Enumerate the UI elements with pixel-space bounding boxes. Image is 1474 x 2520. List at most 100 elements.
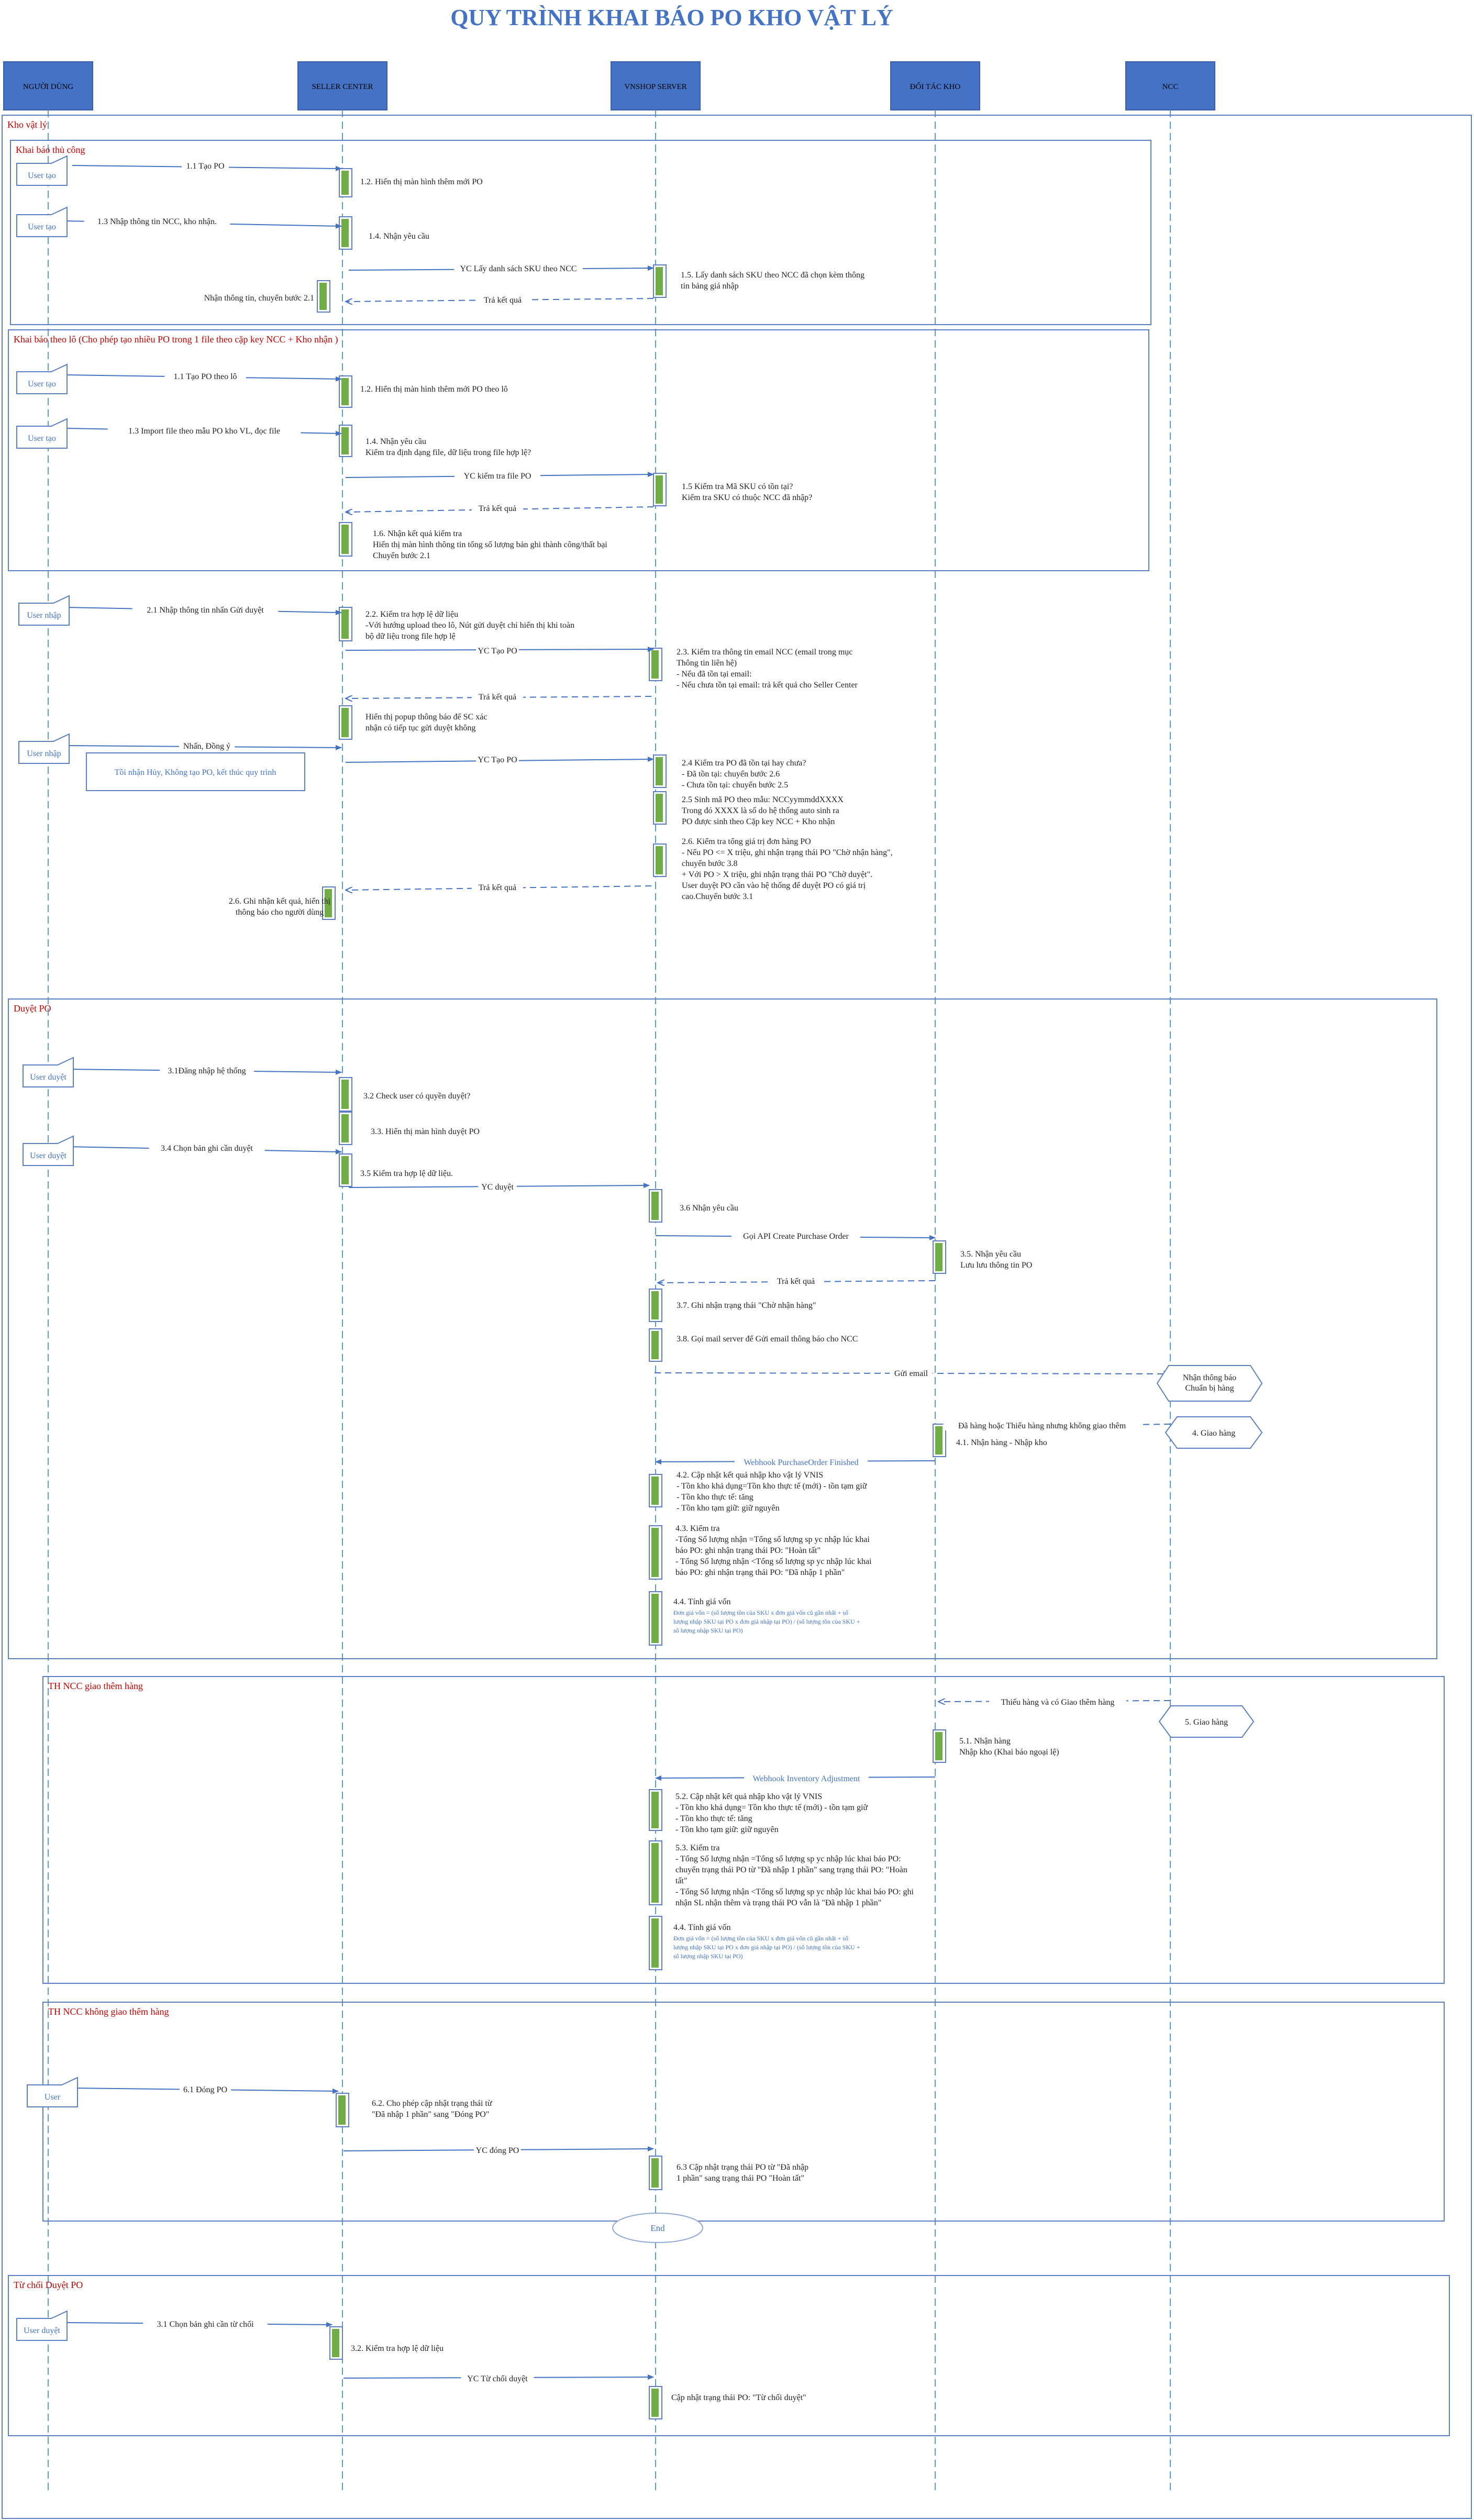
lane-label-1: SELLER CENTER: [312, 83, 373, 91]
note-30: 3.2. Kiểm tra hợp lệ dữ liệu: [351, 2344, 444, 2353]
note-line: cao.Chuyển bước 3.1: [682, 892, 753, 901]
message-label-9: YC Tạo PO: [478, 647, 517, 656]
actor-label-2: User tạo: [28, 380, 56, 388]
activation-fill-20: [651, 1291, 659, 1319]
activation-fill-24: [651, 1528, 659, 1577]
note-24: 4.3. Kiểm tra-Tổng Số lượng nhận =Tổng s…: [675, 1524, 872, 1577]
message-label-bg-21: [735, 1457, 868, 1467]
activation-fill-22: [935, 1426, 943, 1455]
message-label-bg-22: [989, 1696, 1127, 1707]
activation-fill-32: [332, 2329, 339, 2357]
hexagon-1: [1165, 1416, 1263, 1449]
message-label-bg-5: [107, 425, 301, 436]
actor-shape-8: [27, 2077, 78, 2107]
note-18: 3.6 Nhận yêu cầu: [680, 1204, 738, 1213]
actor-shape-7: [23, 1135, 74, 1166]
frame-label-2: Khai báo theo lô (Cho phép tạo nhiều PO …: [14, 334, 338, 345]
note-line: 6.2. Cho phép cập nhật trạng thái từ: [372, 2099, 493, 2108]
message-label-19: Gửi email: [894, 1369, 928, 1378]
note-line: - Nếu PO <= X triệu, ghi nhận trạng thái…: [682, 848, 893, 857]
frame-5: [42, 2002, 1445, 2222]
note-3: Nhận thông tin, chuyển bước 2.1: [204, 294, 314, 303]
message-label-bg-8: [132, 604, 279, 615]
lane-header-1: [297, 61, 387, 110]
message-label-bg-6: [455, 470, 540, 481]
actor-shape-4: [18, 595, 70, 626]
actor-shape-6: [23, 1057, 74, 1087]
activation-fill-10: [341, 708, 349, 737]
message-label-bg-1: [84, 216, 230, 226]
end-marker: End: [612, 2213, 703, 2243]
note-line: -Với hướng upload theo lô, Nút gửi duyệt…: [365, 621, 574, 630]
note-line: tin bảng giá nhập: [681, 282, 739, 291]
actor-shape-5: [18, 733, 70, 764]
note-line: 3.7. Ghi nhận trạng thái "Chờ nhận hàng": [677, 1301, 816, 1310]
actor-label-5: User nhập: [27, 749, 61, 758]
message-label-4: 1.1 Tạo PO theo lô: [173, 372, 237, 381]
activation-fill-17: [341, 1156, 349, 1184]
note-line: PO được sinh theo Cặp key NCC + Kho nhận: [682, 817, 835, 826]
frame-6: [8, 2275, 1450, 2436]
message-arrow-7: [346, 506, 654, 512]
note-line: chuyển trạng thái PO từ "Đã nhập 1 phần"…: [675, 1866, 907, 1874]
note-line: chuyển bước 3.8: [682, 859, 737, 868]
note-9: 2.3. Kiểm tra thông tin email NCC (email…: [677, 648, 858, 690]
note-line: 1.4. Nhận yêu cầu: [365, 437, 426, 446]
note-line: 1.5 Kiểm tra Mã SKU có tồn tại?: [682, 482, 793, 491]
activation-fill-19: [935, 1243, 943, 1271]
frame-0: [2, 115, 1472, 2519]
message-label-bg-9: [476, 645, 519, 656]
formula-title-0: 4.4. Tính giá vốn: [673, 1597, 730, 1606]
message-label-bg-24: [179, 2084, 231, 2094]
frame-label-4: TH NCC giao thêm hàng: [48, 1681, 143, 1691]
note-20: 3.7. Ghi nhận trạng thái "Chờ nhận hàng": [677, 1301, 816, 1310]
message-label-20: Đã hàng hoặc Thiếu hàng nhưng không giao…: [958, 1422, 1126, 1430]
message-label-bg-16: [478, 1181, 517, 1192]
note-line: 1 phần" sang trạng thái PO "Hoàn tất": [677, 2174, 804, 2183]
message-label-26: 3.1 Chọn bản ghi cần từ chối: [157, 2320, 254, 2329]
activation-fill-26: [935, 1732, 943, 1760]
note-line: 5.3. Kiểm tra: [675, 1844, 719, 1852]
frame-4: [42, 1676, 1445, 1984]
note-line: User duyệt PO cần vào hệ thống để duyệt …: [682, 881, 866, 890]
message-label-3: Trả kết quả: [484, 296, 522, 305]
message-label-13: Trả kết quả: [479, 883, 516, 892]
end-label: End: [650, 2223, 665, 2233]
activation-fill-28: [651, 1843, 659, 1903]
lane-header-3: [890, 61, 980, 110]
message-label-bg-13: [471, 882, 524, 892]
note-line: 3.2. Kiểm tra hợp lệ dữ liệu: [351, 2344, 444, 2353]
note-line: báo PO: ghi nhận trạng thái PO: "Đã nhập…: [675, 1568, 845, 1577]
note-21: 3.8. Gọi mail server để Gửi email thông …: [677, 1335, 858, 1344]
message-label-bg-25: [474, 2145, 521, 2155]
note-line: báo PO: ghi nhận trạng thái PO: "Hoàn tấ…: [675, 1546, 821, 1555]
hexagon-2: [1158, 1705, 1255, 1738]
actor-shape-2: [16, 363, 68, 394]
note-line: Hiển thị popup thông báo để SC xác: [365, 713, 487, 721]
note-box-text: Tồi nhận Hủy, Không tạo PO, kết thúc quy…: [115, 768, 276, 777]
diagram-title: QUY TRÌNH KHAI BÁO PO KHO VẬT LÝ: [450, 5, 893, 30]
note-line: 2.6. Kiểm tra tổng giá trị đơn hàng PO: [682, 837, 811, 846]
message-label-bg-19: [890, 1368, 933, 1378]
activation-fill-21: [651, 1331, 659, 1359]
note-15: 3.2 Check user có quyền duyệt?: [363, 1092, 470, 1101]
lane-label-4: NCC: [1162, 83, 1179, 91]
note-line: 2.4 Kiểm tra PO đã tồn tại hay chưa?: [682, 759, 806, 768]
actor-label-1: User tạo: [28, 223, 56, 231]
note-line: Thông tin liên hệ): [677, 659, 737, 668]
formula-line-1-1: lượng nhập SKU tại PO x đơn giá nhập tại…: [673, 1944, 860, 1951]
actor-label-6: User duyệt: [30, 1073, 67, 1082]
note-line: 2.6. Ghi nhận kết quả, hiển thị: [229, 897, 331, 906]
activation-fill-29: [651, 1918, 659, 1968]
activation-fill-30: [338, 2095, 346, 2125]
message-label-bg-18: [770, 1275, 822, 1286]
activation-fill-1: [341, 219, 349, 247]
